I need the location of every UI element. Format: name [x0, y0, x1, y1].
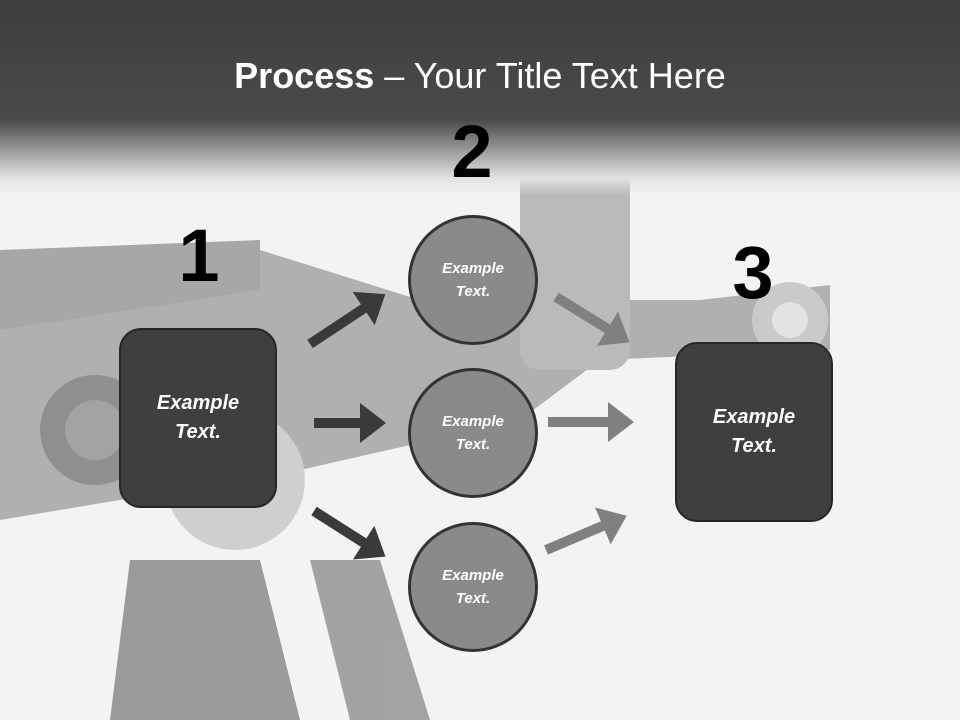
circle-3-text: Example Text. [442, 567, 504, 607]
title-bar [0, 0, 960, 195]
arrow-1-to-circle-3 [311, 506, 386, 560]
arrow-circle-3-to-3 [544, 507, 627, 555]
step-2-circle-2: Example Text. [408, 368, 538, 498]
arrow-1-to-circle-1 [307, 291, 386, 349]
step-number-1: 1 [178, 214, 220, 297]
step-3-box: Example Text. [675, 342, 833, 522]
step-1-text: Example Text. [156, 392, 240, 443]
step-2-circle-3: Example Text. [408, 522, 538, 652]
step-number-2: 2 [451, 110, 493, 193]
circle-1-text: Example Text. [442, 260, 504, 300]
step-3-text: Example Text. [712, 406, 796, 457]
step-2-circle-1: Example Text. [408, 215, 538, 345]
step-number-3: 3 [732, 231, 774, 314]
circle-2-text: Example Text. [442, 413, 504, 453]
arrow-circle-1-to-3 [553, 292, 630, 346]
step-1-box: Example Text. [119, 328, 277, 508]
slide-title: Process – Your Title Text Here [0, 54, 960, 98]
title-rest: – Your Title Text Here [374, 55, 726, 96]
title-bold: Process [234, 55, 375, 96]
